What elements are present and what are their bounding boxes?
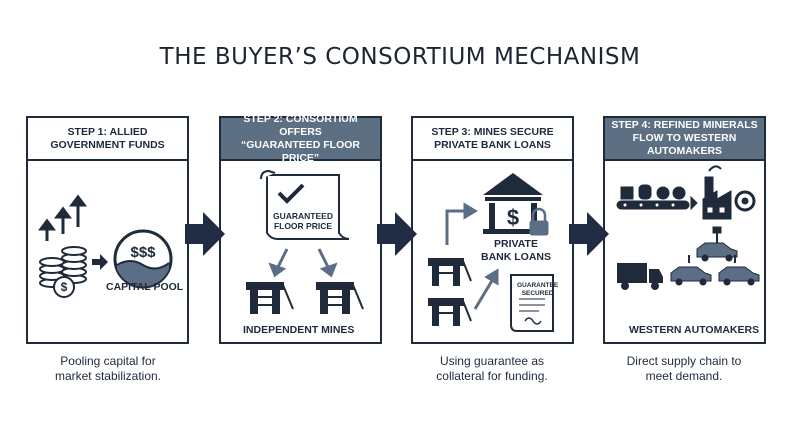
svg-text:$: $ [507,205,519,230]
mine-entrance-icon [246,282,364,314]
private-bank-loans-label: PRIVATE BANK LOANS [481,238,551,263]
capital-pool-label: CAPITAL POOL [106,281,184,293]
flow-arrow-icon [377,212,417,256]
conveyor-belt-icon [616,184,698,211]
step-3-caption: Using guarantee as collateral for fundin… [436,354,548,383]
factory-icon [702,165,756,220]
coin-stack-icon: $ [39,246,87,298]
step-2-heading: STEP 2: CONSORTIUM OFFERS “GUARANTEED FL… [221,113,380,164]
bank-icon: $ [483,173,543,234]
independent-mines-label: INDEPENDENT MINES [243,324,355,336]
page-title: THE BUYER’S CONSORTIUM MECHANISM [159,44,641,70]
guarantee-secured-label: GUARANTEE SECURED [517,282,559,297]
step-1-illustration: $ $$$ [38,194,173,298]
step-2-illustration [246,169,364,314]
step-3-illustration: $ [428,173,554,332]
flow-arrow-icon [569,212,609,256]
flow-arrow-icon [185,212,225,256]
step-3-heading: STEP 3: MINES SECURE PRIVATE BANK LOANS [413,118,572,161]
guarantee-scroll-icon [260,169,350,240]
step-4-panel: STEP 4: REFINED MINERALS FLOW TO WESTERN… [603,116,766,344]
truck-icon [617,263,663,290]
step-2-panel: STEP 2: CONSORTIUM OFFERS “GUARANTEED FL… [219,113,382,344]
money-pool-icon: $$$ [113,229,173,289]
step-4-heading: STEP 4: REFINED MINERALS FLOW TO WESTERN… [605,118,764,161]
step-1-panel: STEP 1: ALLIED GOVERNMENT FUNDS $ $$$ [26,116,189,344]
western-automakers-label: WESTERN AUTOMAKERS [629,324,760,336]
step-4-illustration [616,165,760,290]
electric-car-icon [670,226,760,286]
padlock-icon [529,207,549,236]
svg-text:$$$: $$$ [130,244,156,261]
step-3-panel: STEP 3: MINES SECURE PRIVATE BANK LOANS … [411,116,574,344]
guaranteed-floor-price-label: GUARANTEED FLOOR PRICE [273,211,333,231]
svg-text:$: $ [61,280,68,294]
secured-document-icon [510,274,554,332]
step-4-caption: Direct supply chain to meet demand. [626,354,742,383]
step-1-heading: STEP 1: ALLIED GOVERNMENT FUNDS [28,118,187,161]
up-arrows-icon [38,194,87,241]
step-1-caption: Pooling capital for market stabilization… [54,354,162,383]
